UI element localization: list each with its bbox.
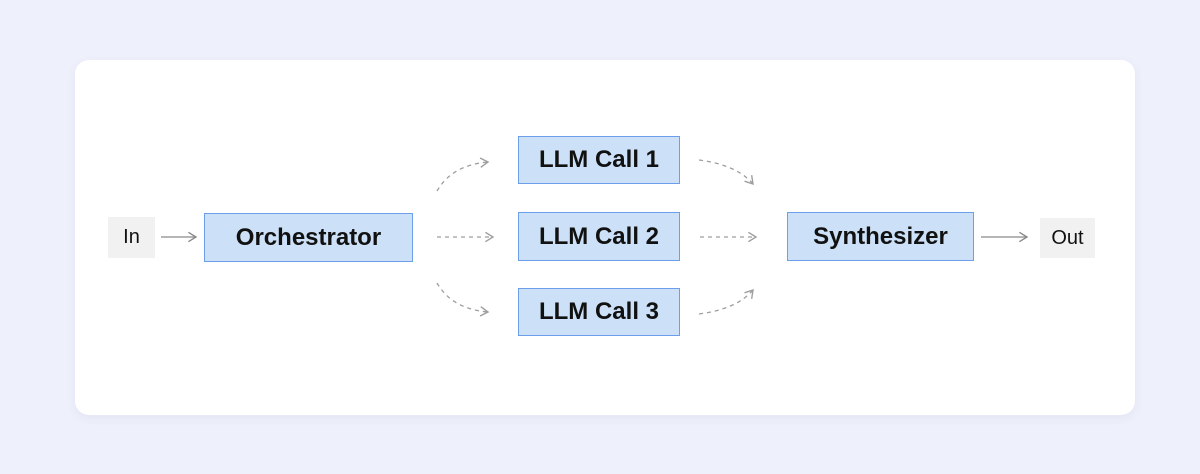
node-orchestrator: Orchestrator	[204, 213, 413, 262]
node-llm-call-3: LLM Call 3	[518, 288, 680, 336]
node-llm-call-1: LLM Call 1	[518, 136, 680, 184]
node-llm-call-2: LLM Call 2	[518, 212, 680, 261]
node-synthesizer: Synthesizer	[787, 212, 974, 261]
node-input: In	[108, 217, 155, 258]
node-output: Out	[1040, 218, 1095, 258]
